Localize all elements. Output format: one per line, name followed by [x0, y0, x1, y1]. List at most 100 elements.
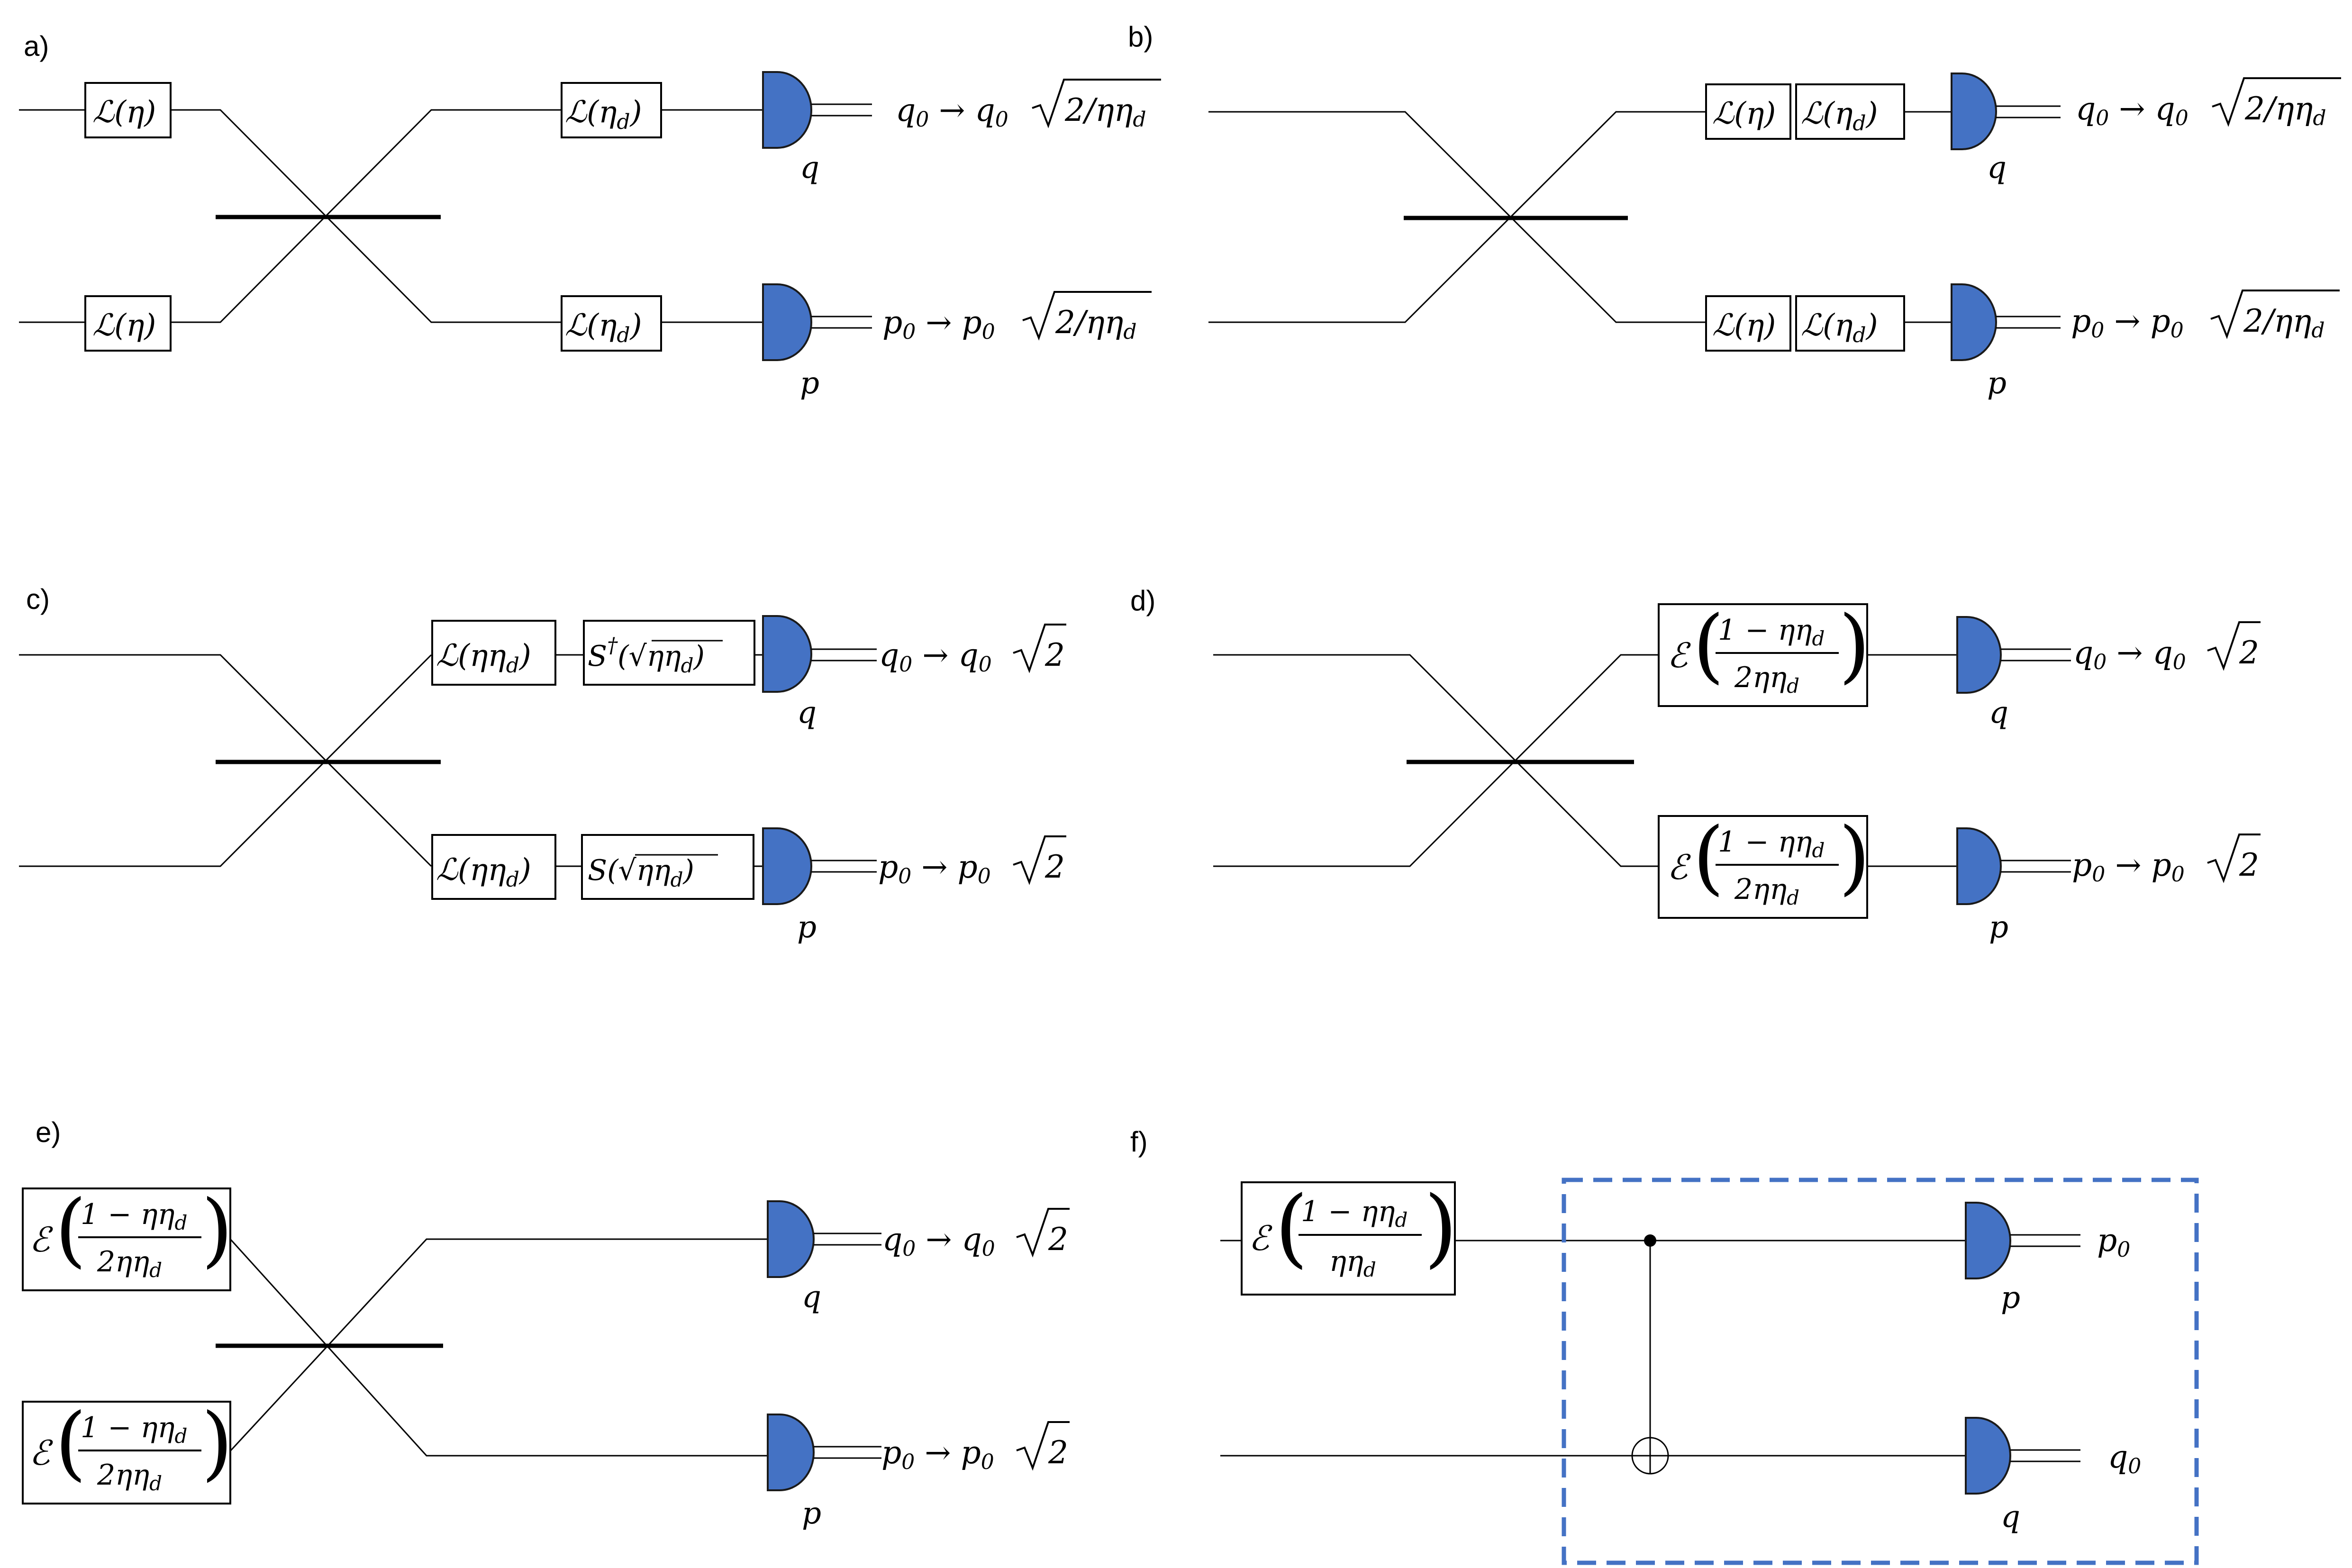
output-label-bottom: p0 → p0 2 — [881, 1421, 1070, 1474]
output-label-top: p0 — [2097, 1222, 2130, 1262]
svg-text:(: ( — [55, 1396, 86, 1490]
detector-label-p: p — [800, 366, 819, 401]
homodyne-detector — [1956, 616, 2002, 694]
panel-e: e) ℰ ( 1 − ηηd 2ηηd ) ℰ ( 1 − ηηd 2ηηd )… — [22, 1116, 1070, 1531]
svg-text:(: ( — [1275, 1178, 1308, 1277]
svg-text:p0 → p0: p0 → p0 — [2072, 847, 2185, 887]
svg-text:2/ηηd: 2/ηηd — [1055, 304, 1136, 344]
homodyne-detector — [767, 1414, 815, 1491]
svg-text:ℰ: ℰ — [29, 1433, 53, 1473]
svg-text:1 − ηηd: 1 − ηηd — [1301, 1195, 1408, 1232]
svg-text:q0: q0 — [2108, 1439, 2141, 1478]
output-label-top: q0 → q0 2 — [882, 1208, 1070, 1261]
svg-text:p0: p0 — [2097, 1222, 2130, 1262]
svg-text:2ηηd: 2ηηd — [1734, 873, 1799, 909]
svg-text:p0 → p0: p0 → p0 — [882, 304, 995, 344]
detector-label-p: p — [802, 1496, 821, 1531]
homodyne-detector — [762, 615, 812, 693]
error-channel-gate: ℰ ( 1 − ηηd 2ηηd ) — [22, 1396, 233, 1505]
homodyne-detector — [762, 283, 812, 361]
panel-b: b) ℒ(η) ℒ(ηd) ℒ(η) ℒ(ηd) q p q0 → q0 — [1128, 21, 2341, 401]
svg-text:2: 2 — [1048, 1434, 1068, 1471]
homodyne-detector — [1956, 827, 2002, 905]
panel-label-c: c) — [26, 583, 50, 615]
panel-label-d: d) — [1130, 585, 1155, 616]
output-label-bottom: p0 → p0 2 — [2072, 834, 2261, 887]
svg-text:(: ( — [1693, 810, 1724, 904]
measurement-dashed-box — [1562, 1178, 2199, 1565]
error-channel-gate: ℰ ( 1 − ηηd 2ηηd ) — [1658, 810, 1870, 919]
panel-d: d) ℰ ( 1 − ηηd 2ηηd ) ℰ ( 1 − ηηd 2ηηd ) — [1130, 585, 2261, 945]
homodyne-detector — [762, 827, 812, 905]
output-label-top: q0 → q0 2 — [2073, 621, 2261, 674]
svg-text:): ) — [1424, 1178, 1457, 1277]
svg-text:q0 → q0: q0 → q0 — [896, 92, 1008, 132]
output-label-top: q0 → q0 2/ηηd — [896, 79, 1161, 132]
output-label-bottom: p0 → p0 2/ηηd — [882, 291, 1152, 344]
detector-label-q: q — [797, 695, 817, 730]
svg-text:2: 2 — [2239, 847, 2259, 883]
loss-gate-eta: ℒ(η) — [84, 82, 172, 138]
error-channel-gate: ℰ ( 1 − ηηd ηηd ) — [1241, 1178, 1457, 1296]
svg-text:(: ( — [1693, 598, 1724, 692]
svg-text:ℒ(η): ℒ(η) — [1712, 96, 1776, 131]
svg-text:2/ηηd: 2/ηηd — [1064, 92, 1146, 132]
detector-label-p: p — [1989, 910, 2008, 945]
detector-label-q: q — [2001, 1499, 2020, 1534]
output-label-bottom: p0 → p0 2/ηηd — [2071, 290, 2340, 343]
svg-text:2: 2 — [1048, 1221, 1068, 1258]
svg-text:1 − ηηd: 1 − ηηd — [1718, 825, 1825, 862]
output-label-bottom: q0 — [2108, 1439, 2141, 1478]
svg-text:): ) — [201, 1396, 233, 1490]
svg-text:q0 → q0: q0 → q0 — [2073, 634, 2186, 674]
output-label-bottom: p0 → p0 2 — [878, 835, 1066, 888]
svg-text:q0 → q0: q0 → q0 — [879, 637, 992, 677]
svg-text:ℰ: ℰ — [29, 1220, 53, 1260]
detector-label-q: q — [1989, 695, 2008, 730]
panel-label-e: e) — [36, 1116, 61, 1148]
loss-gate-eta: ℒ(η) — [1705, 295, 1791, 352]
panel-c: c) ℒ(ηηd) S†(√ηηd) ℒ(ηηd) S(√ηηd) — [19, 583, 1066, 945]
loss-gate-eta: ℒ(η) — [1705, 83, 1791, 140]
loss-gate-eta-eta-d: ℒ(ηηd) — [431, 834, 556, 900]
loss-gate-eta-d: ℒ(ηd) — [561, 82, 662, 138]
svg-text:ℰ: ℰ — [1249, 1218, 1272, 1258]
panel-label-b: b) — [1128, 21, 1153, 53]
error-channel-gate: ℰ ( 1 − ηηd 2ηηd ) — [22, 1183, 233, 1291]
squeezer-gate: S(√ηηd) — [581, 834, 754, 900]
homodyne-detector — [762, 71, 812, 149]
homodyne-detector — [1951, 283, 1997, 361]
svg-text:2/ηηd: 2/ηηd — [2244, 91, 2326, 130]
detector-label-q: q — [800, 150, 819, 185]
svg-text:1 − ηηd: 1 − ηηd — [1718, 614, 1825, 650]
detector-label-p: p — [2001, 1280, 2020, 1315]
svg-text:1 − ηηd: 1 − ηηd — [81, 1411, 187, 1448]
svg-text:(: ( — [55, 1183, 86, 1277]
svg-text:): ) — [1839, 810, 1870, 904]
svg-text:): ) — [201, 1183, 233, 1277]
detector-label-p: p — [797, 910, 817, 945]
detector-label-p: p — [1987, 366, 2007, 401]
svg-text:2: 2 — [1044, 849, 1065, 885]
loss-gate-eta-d: ℒ(ηd) — [1795, 295, 1905, 352]
loss-gate-eta-eta-d: ℒ(ηηd) — [431, 620, 556, 686]
loss-gate-eta-d: ℒ(ηd) — [561, 295, 662, 352]
homodyne-detector — [767, 1200, 815, 1278]
output-label-top: q0 → q0 2 — [879, 624, 1066, 677]
loss-gate-eta-d: ℒ(ηd) — [1795, 83, 1905, 140]
svg-text:ℒ(ηd): ℒ(ηd) — [565, 95, 642, 134]
svg-text:ℰ: ℰ — [1667, 847, 1691, 887]
svg-text:2/ηηd: 2/ηηd — [2243, 303, 2325, 343]
detector-label-q: q — [1987, 150, 2007, 185]
svg-text:ℒ(ηηd): ℒ(ηηd) — [436, 852, 531, 892]
svg-text:1 − ηηd: 1 − ηηd — [81, 1198, 187, 1234]
panel-a: a) ℒ(η) ℒ(η) ℒ(ηd) ℒ(ηd) q — [19, 30, 1161, 401]
homodyne-detector — [1965, 1202, 2011, 1279]
svg-text:): ) — [1839, 598, 1870, 692]
svg-text:ℰ: ℰ — [1667, 635, 1691, 675]
detector-label-q: q — [802, 1279, 821, 1314]
panel-label-f: f) — [1130, 1126, 1148, 1158]
svg-text:ℒ(ηd): ℒ(ηd) — [565, 308, 642, 347]
svg-text:ℒ(ηd): ℒ(ηd) — [1801, 96, 1878, 136]
